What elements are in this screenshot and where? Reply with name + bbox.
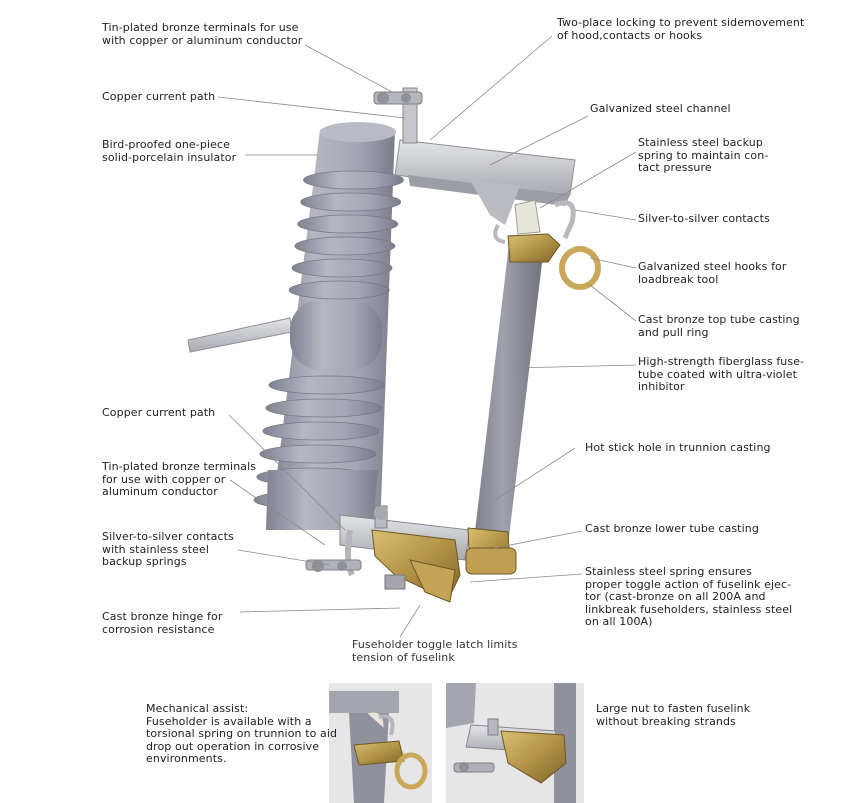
insulator-cap bbox=[320, 122, 396, 142]
insulator-shed bbox=[300, 192, 402, 212]
insulator-shed bbox=[262, 421, 380, 441]
insulator-shed bbox=[297, 214, 399, 234]
label-locking: Two-place locking to prevent sidemovemen… bbox=[557, 16, 805, 42]
label-copper-path-bottom: Copper current path bbox=[102, 406, 216, 419]
mounting-bracket bbox=[187, 317, 293, 353]
insulator-shed bbox=[288, 280, 390, 300]
label-channel: Galvanized steel channel bbox=[590, 102, 731, 115]
leader-line bbox=[239, 607, 401, 613]
insulator-shed bbox=[291, 258, 393, 278]
label-toggle-spring: Stainless steel spring ensures proper to… bbox=[585, 565, 793, 628]
leader-line bbox=[589, 257, 637, 269]
leader-line bbox=[494, 447, 576, 501]
porcelain-insulator bbox=[253, 122, 404, 530]
label-fuse-tube: High-strength fiberglass fuse- tube coat… bbox=[638, 355, 805, 393]
insulator-middle bbox=[290, 300, 382, 370]
galvanized-steel-channel bbox=[394, 139, 576, 225]
label-mechanical-assist: Mechanical assist: Fuseholder is availab… bbox=[146, 702, 338, 765]
leader-line bbox=[399, 604, 421, 638]
lower-hinge-assembly bbox=[305, 505, 517, 603]
label-hooks: Galvanized steel hooks for loadbreak too… bbox=[638, 260, 787, 286]
label-silver-contacts: Silver-to-silver contacts bbox=[638, 212, 770, 225]
label-silver-contacts-springs: Silver-to-silver contacts with stainless… bbox=[102, 530, 234, 568]
label-tin-plated-bottom: Tin-plated bronze terminals for use with… bbox=[102, 460, 257, 498]
insulator-shed bbox=[265, 398, 383, 418]
label-insulator: Bird-proofed one-piece solid-porcelain i… bbox=[102, 138, 237, 164]
leader-lines bbox=[217, 35, 637, 638]
leader-line bbox=[494, 530, 583, 549]
insulator-base bbox=[266, 470, 378, 530]
leader-line bbox=[589, 284, 637, 322]
fuse-tube bbox=[474, 235, 545, 545]
leader-line bbox=[514, 364, 637, 369]
leader-line bbox=[469, 573, 583, 583]
leader-line bbox=[489, 115, 589, 166]
insulator-shed bbox=[268, 375, 386, 395]
large-nut-photo bbox=[446, 683, 584, 803]
leader-line bbox=[229, 479, 326, 546]
top-tube-casting bbox=[507, 233, 601, 290]
leader-line bbox=[574, 209, 637, 221]
label-hot-stick: Hot stick hole in trunnion casting bbox=[585, 441, 771, 454]
leader-line bbox=[429, 35, 553, 141]
label-large-nut: Large nut to fasten fuselink without bre… bbox=[596, 702, 751, 728]
leader-line bbox=[228, 414, 346, 531]
leader-line bbox=[304, 44, 393, 93]
leader-line bbox=[217, 96, 406, 119]
label-copper-path-top: Copper current path bbox=[102, 90, 216, 103]
label-lower-casting: Cast bronze lower tube casting bbox=[585, 522, 759, 535]
leader-line bbox=[237, 549, 331, 566]
label-backup-spring: Stainless steel backup spring to maintai… bbox=[638, 136, 769, 174]
top-terminal bbox=[373, 87, 423, 144]
insulator-shed bbox=[303, 170, 404, 190]
label-tin-plated-top: Tin-plated bronze terminals for use with… bbox=[102, 21, 303, 47]
label-hinge: Cast bronze hinge for corrosion resistan… bbox=[102, 610, 223, 636]
leader-line bbox=[539, 151, 637, 209]
label-top-casting: Cast bronze top tube casting and pull ri… bbox=[638, 313, 800, 339]
insulator-shed bbox=[294, 236, 396, 256]
top-contacts bbox=[493, 199, 576, 244]
mechanical-assist-photo bbox=[329, 683, 432, 803]
insulator-shed bbox=[259, 444, 377, 464]
label-toggle-latch: Fuseholder toggle latch limits tension o… bbox=[352, 638, 518, 664]
